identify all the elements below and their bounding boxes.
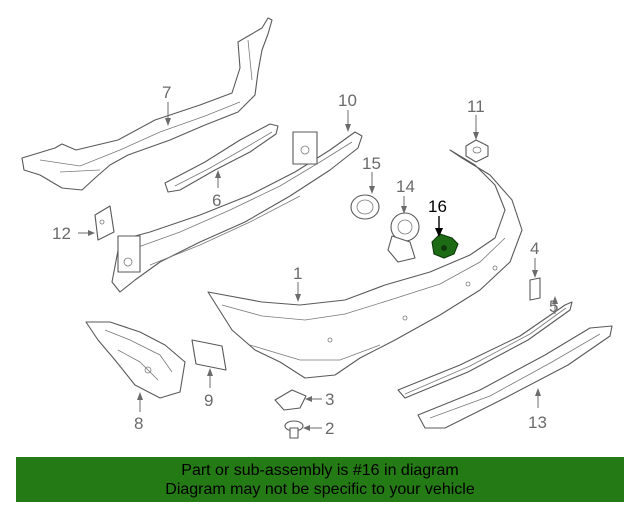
part-3-clip <box>274 389 307 411</box>
part-5-trim-strip <box>397 301 573 399</box>
callout-15: 15 <box>362 154 381 173</box>
callout-labels: 7 6 10 11 15 14 16 12 1 4 5 13 8 9 3 2 <box>52 83 558 438</box>
callout-9: 9 <box>204 391 213 410</box>
part-14-parking-sensor <box>387 212 420 263</box>
callout-13: 13 <box>528 413 547 432</box>
callout-3: 3 <box>325 390 334 409</box>
part-11-nut <box>465 139 489 163</box>
callout-1: 1 <box>293 264 302 283</box>
part-10-impact-beam <box>111 131 363 293</box>
callout-14: 14 <box>396 177 415 196</box>
callout-10: 10 <box>338 91 357 110</box>
part-7-upper-bracket <box>21 17 273 191</box>
info-banner: Part or sub-assembly is #16 in diagram D… <box>16 457 624 502</box>
part-8-side-bracket <box>85 321 186 399</box>
part-12-pad <box>94 205 115 241</box>
callout-11: 11 <box>467 97 485 116</box>
callout-4: 4 <box>530 239 539 258</box>
part-1-bumper-cover <box>207 149 523 379</box>
callout-8: 8 <box>134 414 143 433</box>
part-2-screw <box>284 420 304 439</box>
callout-16[interactable]: 16 <box>428 197 447 216</box>
part-13-lower-diffuser <box>417 325 613 429</box>
part-6-absorber-strip <box>164 123 279 193</box>
callout-6: 6 <box>212 191 221 210</box>
callout-5: 5 <box>549 297 558 316</box>
banner-line-2: Diagram may not be specific to your vehi… <box>165 481 475 498</box>
callout-2: 2 <box>325 419 334 438</box>
parts-diagram: 7 6 10 11 15 14 16 12 1 4 5 13 8 9 3 2 <box>21 17 613 439</box>
callout-12: 12 <box>52 224 71 243</box>
callout-7: 7 <box>162 83 171 102</box>
banner-line-1: Part or sub-assembly is #16 in diagram <box>181 462 459 479</box>
part-9-pad <box>191 339 227 371</box>
part-15-sensor-ring <box>350 194 380 220</box>
part-4-clip <box>529 277 541 301</box>
leader-lines <box>78 102 558 431</box>
part-16-highlighted[interactable] <box>431 233 459 259</box>
